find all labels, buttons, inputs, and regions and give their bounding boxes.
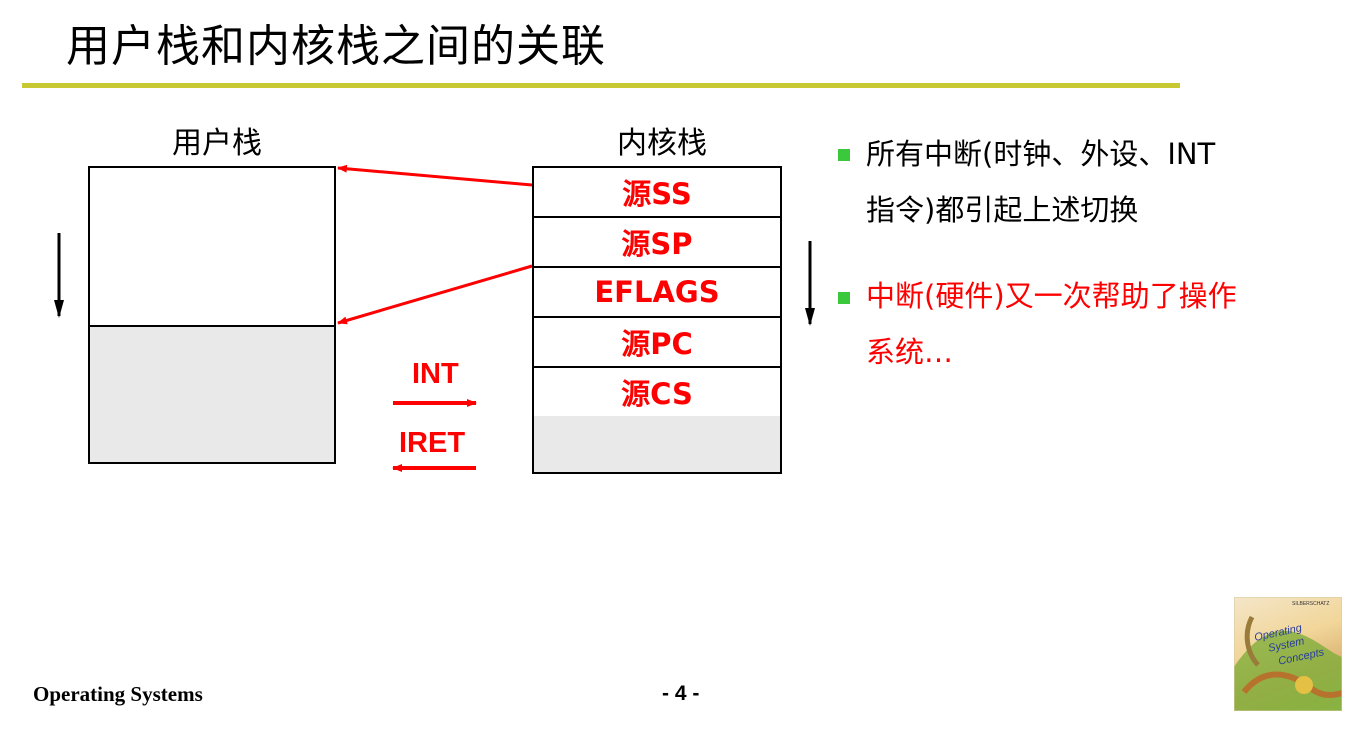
kernel-cell-ss: 源SS (534, 168, 780, 218)
bullet-1-line-2: 指令)都引起上述切换 (866, 193, 1139, 227)
kernel-cell-sp: 源SP (534, 218, 780, 268)
user-stack-growth-arrowhead (54, 300, 64, 318)
int-label: INT (412, 358, 459, 390)
slide-title: 用户栈和内核栈之间的关联 (66, 21, 606, 72)
book-cover-logo: SILBERSCHATZ Operating System Concepts (1234, 597, 1342, 711)
user-stack-label: 用户栈 (172, 126, 262, 161)
user-stack-used-region (90, 325, 334, 462)
bullet-2-marker (838, 292, 850, 304)
kernel-stack-label: 内核栈 (617, 126, 707, 161)
kernel-cell-pc: 源PC (534, 318, 780, 368)
title-underline (22, 83, 1180, 88)
ss-to-user-stack-top-arrow (337, 164, 533, 187)
bullet-1-marker (838, 149, 850, 161)
dinosaur-illustration (1234, 597, 1342, 711)
iret-label: IRET (399, 427, 466, 459)
kernel-stack-free-region (534, 416, 780, 472)
user-stack (88, 166, 336, 464)
bullet-1-line-1: 所有中断(时钟、外设、INT (866, 137, 1216, 171)
bullet-2-line-2: 系统… (866, 335, 954, 369)
bullet-2-line-1: 中断(硬件)又一次帮助了操作 (866, 279, 1237, 313)
kernel-stack-growth-arrowhead (805, 308, 815, 326)
footer-page-number: - 4 - (662, 682, 700, 705)
sp-to-user-stack-pointer-arrow (337, 264, 533, 325)
footer-course-name: Operating Systems (33, 682, 203, 706)
kernel-cell-eflags: EFLAGS (534, 268, 780, 318)
logo-authors: SILBERSCHATZ (1292, 601, 1330, 607)
kernel-stack: 源SS 源SP EFLAGS 源PC 源CS (532, 166, 782, 474)
